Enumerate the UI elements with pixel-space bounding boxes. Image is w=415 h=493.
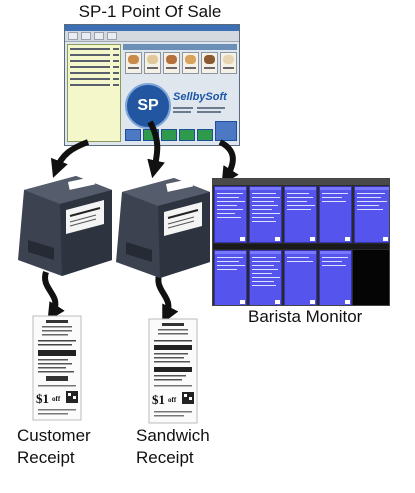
menu-item-button xyxy=(144,52,161,74)
monitor-status-bar xyxy=(213,179,389,185)
list-item xyxy=(70,84,119,89)
pos-function-button xyxy=(161,129,177,141)
pos-function-button xyxy=(197,129,213,141)
arrow-to-customer-receipt xyxy=(42,271,65,322)
order-ticket xyxy=(319,250,352,305)
sandwich-receipt-printer xyxy=(116,178,210,278)
caption-line: Sandwich xyxy=(136,426,210,445)
list-item xyxy=(70,60,119,65)
order-ticket xyxy=(214,250,247,305)
order-ticket xyxy=(354,186,389,243)
sandwich-receipt-caption: Sandwich Receipt xyxy=(136,425,210,469)
svg-text:off: off xyxy=(168,396,177,404)
customer-receipt-caption: Customer Receipt xyxy=(17,425,91,469)
arrow-to-customer-printer xyxy=(50,139,90,178)
brand-name: SellbySoft xyxy=(173,91,227,103)
sp-logo: SP xyxy=(125,83,171,129)
order-ticket xyxy=(249,186,282,243)
sandwich-receipt-image: $1 off xyxy=(148,318,198,424)
menu-item-button xyxy=(220,52,237,74)
pos-toolbar xyxy=(65,31,239,42)
order-ticket xyxy=(284,250,317,305)
list-item xyxy=(70,48,119,53)
order-ticket xyxy=(249,250,282,305)
list-item xyxy=(70,72,119,77)
pos-function-button xyxy=(125,129,141,141)
toolbar-button xyxy=(107,32,117,40)
brand-detail xyxy=(197,107,225,109)
sp-logo-text: SP xyxy=(137,97,159,114)
customer-receipt-image: $1 off xyxy=(32,315,82,421)
svg-text:off: off xyxy=(52,395,61,403)
pos-screenshot: SP SellbySoft xyxy=(64,24,240,146)
menu-item-button xyxy=(125,52,142,74)
order-ticket xyxy=(284,186,317,243)
menu-item-button xyxy=(163,52,180,74)
caption-line: Receipt xyxy=(136,448,194,467)
pos-title: SP-1 Point Of Sale xyxy=(78,2,222,21)
order-ticket xyxy=(214,186,247,243)
toolbar-button xyxy=(81,32,91,40)
monitor-row-divider xyxy=(213,244,389,249)
arrow-to-sandwich-printer xyxy=(147,120,165,179)
svg-text:$1: $1 xyxy=(152,392,165,407)
arrow-to-barista-monitor xyxy=(218,139,239,186)
list-item xyxy=(70,66,119,71)
barista-monitor-caption: Barista Monitor xyxy=(248,307,363,326)
brand-detail xyxy=(173,107,193,109)
category-bar xyxy=(123,44,237,50)
list-item xyxy=(70,78,119,83)
customer-receipt-printer xyxy=(18,176,112,276)
list-item xyxy=(70,54,119,59)
svg-text:$1: $1 xyxy=(36,391,49,406)
empty-ticket-slot xyxy=(353,250,389,305)
pos-function-button xyxy=(179,129,195,141)
toolbar-button xyxy=(68,32,78,40)
brand-detail xyxy=(173,111,191,113)
pos-function-button xyxy=(215,121,237,141)
order-list xyxy=(67,44,121,142)
menu-item-button xyxy=(182,52,199,74)
barista-monitor-screen xyxy=(212,178,390,306)
menu-item-button xyxy=(201,52,218,74)
caption-line: Customer xyxy=(17,426,91,445)
brand-detail xyxy=(197,111,221,113)
order-ticket xyxy=(319,186,352,243)
pos-window-titlebar xyxy=(65,25,239,31)
caption-line: Receipt xyxy=(17,448,75,467)
toolbar-button xyxy=(94,32,104,40)
